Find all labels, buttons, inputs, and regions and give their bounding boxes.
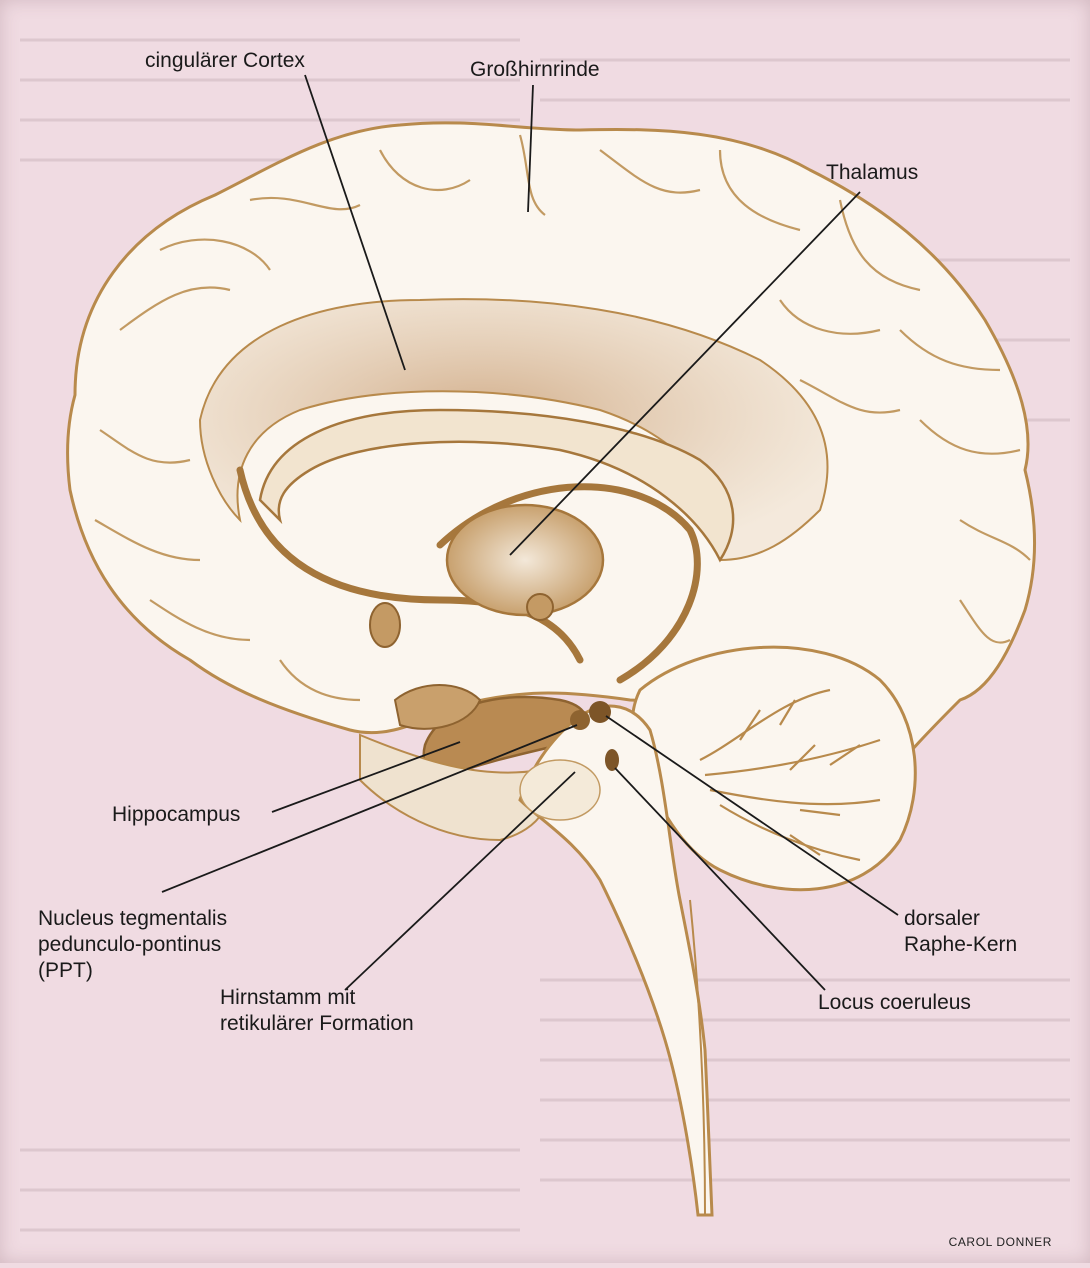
pons <box>520 760 600 820</box>
label-hippocampus-text: Hippocampus <box>112 802 240 828</box>
label-cerebral-cortex: Großhirnrinde <box>470 57 600 83</box>
dorsal-raphe-nucleus <box>589 701 611 723</box>
illustrator-credit: CAROL DONNER <box>949 1235 1052 1249</box>
thalamus-structure <box>447 505 603 615</box>
cerebellum <box>633 647 916 890</box>
label-raphe: dorsaler Raphe-Kern <box>904 906 1017 958</box>
label-brainstem: Hirnstamm mit retikulärer Formation <box>220 985 414 1037</box>
anterior-nucleus <box>370 603 400 647</box>
label-brainstem-line-1: Hirnstamm mit <box>220 985 414 1011</box>
label-thalamus-text: Thalamus <box>826 160 918 186</box>
label-ppt-line-1: Nucleus tegmentalis <box>38 906 227 932</box>
label-cingulate-cortex-text: cingulärer Cortex <box>145 48 305 74</box>
label-thalamus: Thalamus <box>826 160 918 186</box>
label-ppt-line-3: (PPT) <box>38 958 227 984</box>
label-brainstem-line-2: retikulärer Formation <box>220 1011 414 1037</box>
label-locus-coeruleus: Locus coeruleus <box>818 990 971 1016</box>
label-raphe-line-1: dorsaler <box>904 906 1017 932</box>
locus-coeruleus-nucleus <box>605 749 619 771</box>
label-hippocampus: Hippocampus <box>112 802 240 828</box>
label-ppt: Nucleus tegmentalis pedunculo-pontinus (… <box>38 906 227 984</box>
label-ppt-line-2: pedunculo-pontinus <box>38 932 227 958</box>
label-cerebral-cortex-text: Großhirnrinde <box>470 57 600 83</box>
label-locus-coeruleus-text: Locus coeruleus <box>818 990 971 1016</box>
label-cingulate-cortex: cingulärer Cortex <box>145 48 305 74</box>
mammillary-body <box>527 594 553 620</box>
label-raphe-line-2: Raphe-Kern <box>904 932 1017 958</box>
